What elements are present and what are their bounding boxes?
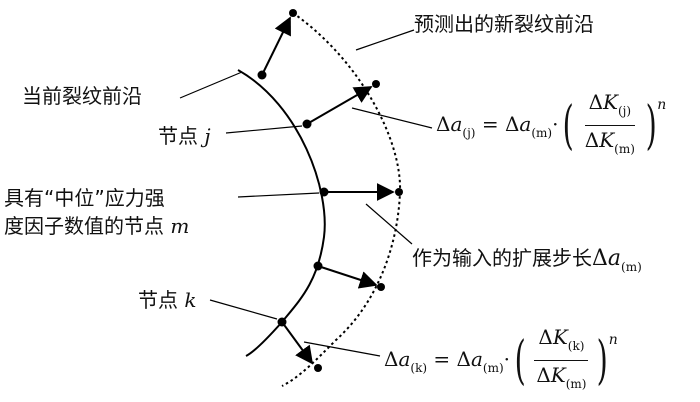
formula-k: Δa(k) = Δa(m)·( ΔK(k) ΔK(m) )n (384, 325, 618, 396)
growth-arrow-4 (317, 265, 378, 289)
node-j-var: j (204, 124, 211, 148)
new-node-dot-3 (395, 188, 403, 196)
leader-node-j (225, 125, 303, 134)
formula-j: Δa(j) = Δa(m)·( ΔK(j) ΔK(m) )n (436, 90, 666, 161)
node-m-var: m (170, 214, 190, 238)
formula-k-num-K: K (552, 325, 568, 349)
input-step-delta: Δ (592, 246, 608, 271)
formula-j-lparen: ( (563, 95, 575, 156)
median-node-label-text: 度因子数值的节点 (4, 214, 164, 238)
leader-formula-k (303, 341, 381, 357)
formula-j-den-sub: (m) (614, 142, 635, 156)
input-step-a: a (607, 246, 622, 271)
node-k-label-text: 节点 (138, 288, 178, 312)
node-k-label: 节点 k (138, 288, 196, 312)
leader-current-front (179, 71, 243, 99)
formula-j-rparen: ) (645, 95, 657, 156)
formula-j-exponent: n (657, 97, 667, 113)
formula-k-lhs-sub: (k) (410, 361, 428, 375)
formula-k-rhs-delta: Δ (456, 347, 471, 371)
formula-k-lparen: ( (514, 330, 526, 391)
formula-j-den-K: K (599, 128, 615, 152)
input-step-label-text: 作为输入的扩展步长 (412, 246, 592, 270)
formula-k-lhs-a: a (398, 347, 411, 371)
median-node-label-line2: 度因子数值的节点 m (4, 214, 189, 238)
leader-node-m (237, 192, 320, 198)
node-j-label: 节点 j (158, 124, 211, 148)
leader-node-k (209, 299, 278, 320)
formula-k-den-delta: Δ (536, 363, 551, 387)
formula-k-dot: · (503, 347, 511, 371)
formula-j-num-sub: (j) (618, 104, 632, 118)
formula-j-rhs-a: a (519, 112, 532, 136)
new-node-dot-1 (289, 9, 297, 17)
new-node-dot-4 (377, 283, 385, 291)
input-step-sub-m: (m) (621, 260, 642, 274)
formula-j-lhs-delta: Δ (436, 112, 451, 136)
formula-k-den-sub: (m) (565, 377, 587, 391)
growth-arrow-k (281, 321, 314, 365)
formula-k-lhs-delta: Δ (384, 347, 399, 371)
formula-k-exponent: n (608, 332, 618, 348)
formula-j-rhs-delta: Δ (504, 112, 520, 136)
formula-k-den-K: K (550, 363, 566, 387)
formula-j-lhs-a: a (450, 112, 463, 136)
current-front-label: 当前裂纹前沿 (22, 84, 142, 108)
leader-input-step (365, 203, 413, 245)
formula-j-lhs-sub: (j) (462, 126, 476, 140)
formula-j-rhs-sub: (m) (531, 126, 553, 140)
formula-k-eq: = (433, 347, 451, 371)
formula-k-rhs-sub: (m) (482, 361, 504, 375)
formula-j-num-delta: Δ (588, 90, 604, 114)
new-node-dot-5 (314, 364, 322, 372)
formula-k-num-delta: Δ (538, 325, 553, 349)
median-node-label-line1: 具有“中位”应力强 (4, 186, 165, 210)
formula-j-fraction: ΔK(j) ΔK(m) (581, 90, 639, 161)
growth-arrow-j (306, 86, 373, 125)
formula-j-den-delta: Δ (584, 128, 600, 152)
node-k-var: k (184, 288, 197, 312)
formula-j-eq: = (481, 112, 499, 136)
new-node-dot-2 (372, 80, 380, 88)
formula-j-num-K: K (603, 90, 618, 114)
formula-k-rparen: ) (597, 330, 609, 391)
leader-formula-j (351, 107, 433, 129)
formula-j-dot: · (552, 112, 559, 136)
predicted-front-label: 预测出的新裂纹前沿 (414, 12, 594, 36)
leader-predicted-front (355, 29, 415, 51)
formula-k-fraction: ΔK(k) ΔK(m) (532, 325, 590, 396)
predicted-crack-front-curve (281, 12, 402, 387)
node-j-label-text: 节点 (158, 124, 198, 148)
growth-arrow-1 (261, 16, 291, 76)
formula-k-num-sub: (k) (567, 339, 585, 353)
input-step-label: 作为输入的扩展步长Δa(m) (412, 246, 642, 279)
current-crack-front-curve (237, 69, 326, 357)
formula-k-rhs-a: a (470, 347, 483, 371)
